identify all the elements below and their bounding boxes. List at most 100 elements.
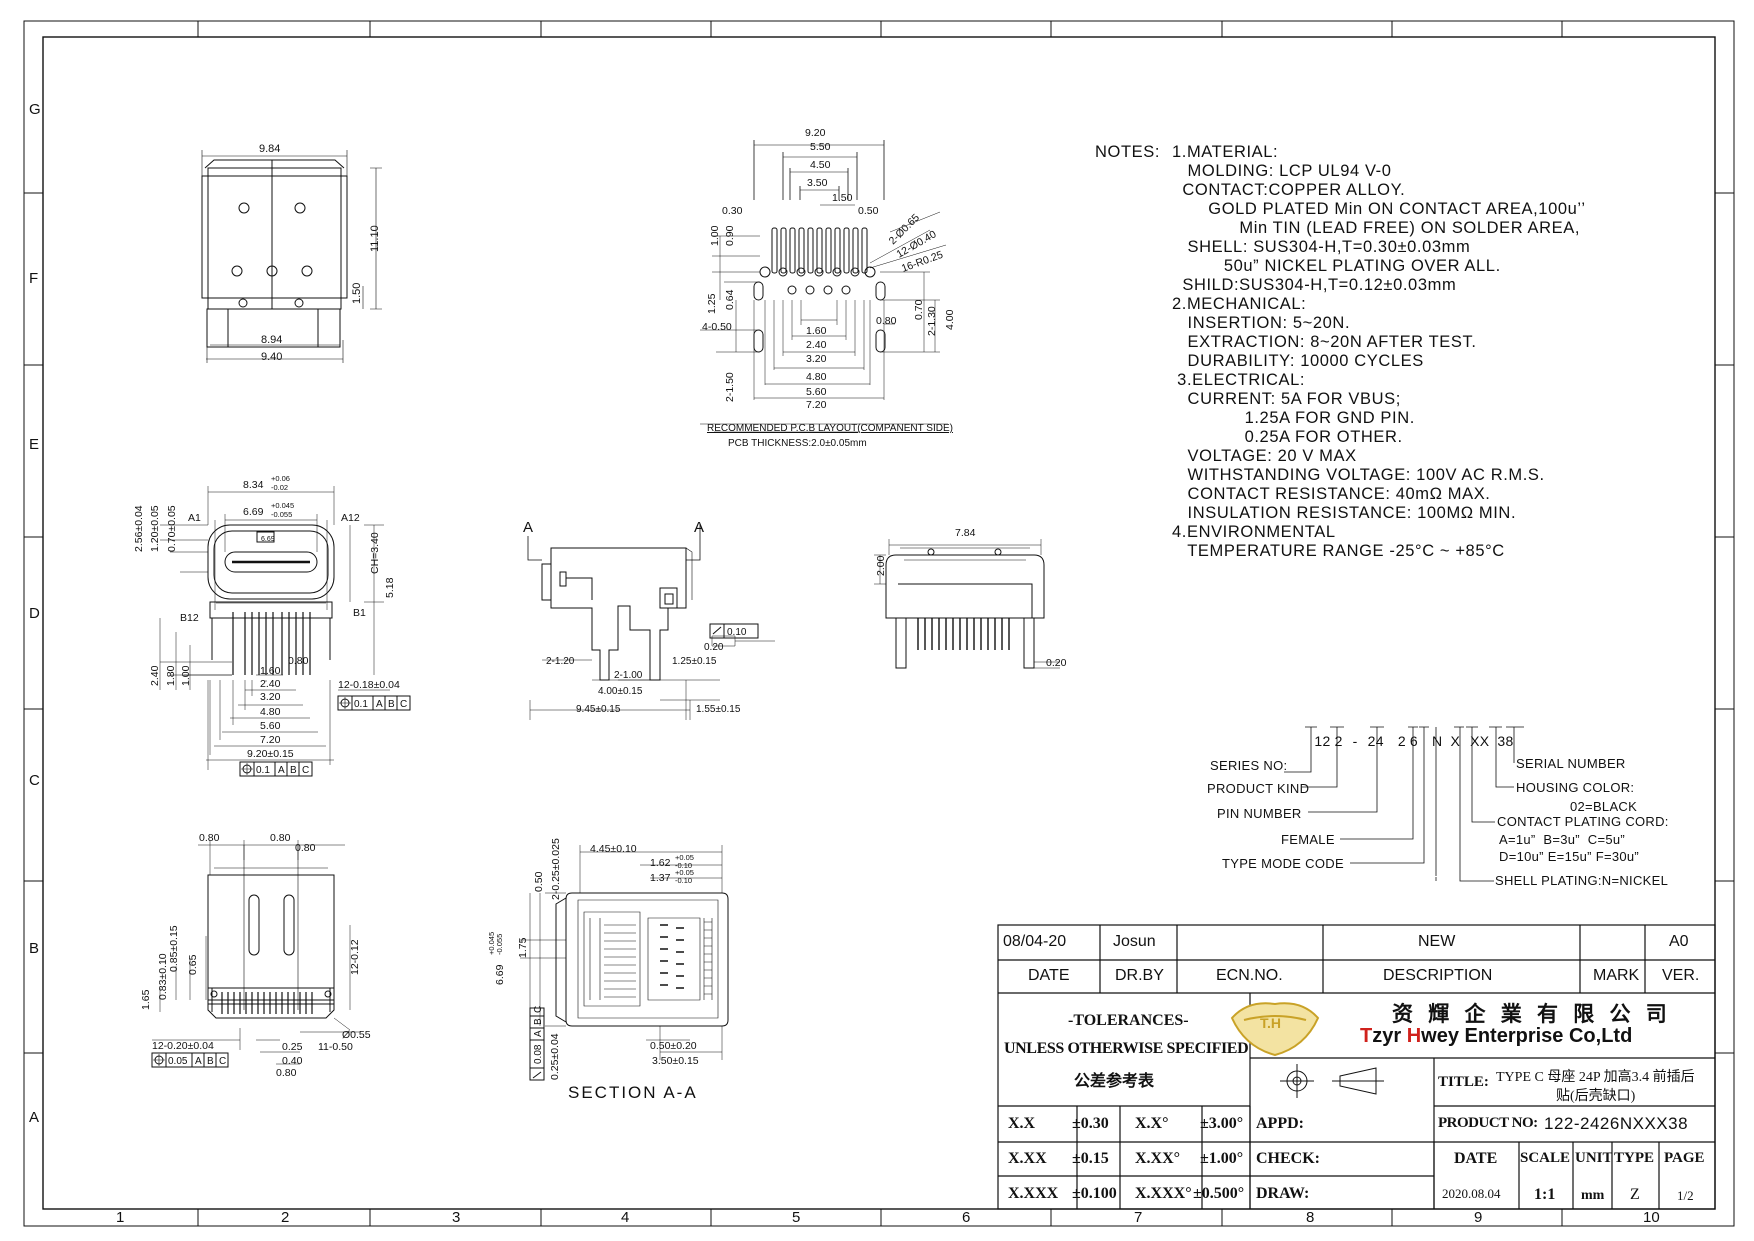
dim-pcb-0.70: 0.70: [913, 299, 925, 320]
note-line: 0.25A FOR OTHER.: [1172, 428, 1403, 446]
code-seg-8: X: [1450, 733, 1461, 749]
code-seg-1: 12: [1314, 733, 1331, 749]
section-marker-left: A: [523, 519, 533, 536]
dim-top-9.84: 9.84: [259, 143, 280, 155]
dim-front-5.18: 5.18: [384, 577, 396, 598]
tol-row2-format: X.XX: [1008, 1150, 1047, 1167]
tol-row1-angle-value: ±3.00°: [1200, 1115, 1244, 1132]
fcf-sec-ref-a: A: [533, 1030, 544, 1037]
fcf-sec-ref-b: B: [533, 1018, 544, 1025]
row-label-d: D: [29, 605, 40, 622]
header-date: DATE: [1028, 967, 1070, 984]
tol-row3-value: ±0.100: [1072, 1185, 1117, 1202]
dim-front-0.70: 0.70±0.05: [166, 505, 178, 552]
col-label-9: 9: [1474, 1209, 1482, 1226]
col-label-5: 5: [792, 1209, 800, 1226]
header-version: VER.: [1662, 967, 1700, 984]
dim-bot-0.40: 0.40: [282, 1055, 303, 1067]
dim-pcb-1.25: 1.25: [706, 293, 718, 314]
note-line: SHELL: SUS304-H,T=0.30±0.03mm: [1172, 238, 1471, 256]
dim-sec-1.37: 1.37: [650, 872, 671, 884]
title-value-line1: TYPE C 母座 24P 加高3.4 前插后: [1496, 1070, 1695, 1085]
company-name-en: Tzyr Hwey Enterprise Co,Ltd: [1360, 1025, 1632, 1048]
dim-rear-0.20: 0.20: [1046, 657, 1067, 669]
dim-pcb-b2.40: 2.40: [806, 339, 827, 351]
tol-sec-1.37-dn: -0.10: [675, 876, 692, 885]
value-date: 2020.08.04: [1442, 1186, 1501, 1201]
value-scale: 1:1: [1534, 1186, 1556, 1203]
dim-front-b7.20: 7.20: [260, 734, 281, 746]
fcf-front-1-ref-c: C: [400, 699, 407, 710]
dim-front-1.20: 1.20±0.05: [149, 505, 161, 552]
value-type: Z: [1630, 1186, 1640, 1203]
header-mark: MARK: [1593, 967, 1640, 984]
dim-bot-pitch: 12-0.20±0.04: [152, 1040, 214, 1052]
dim-front-ch: CH=3.40: [369, 532, 381, 574]
tol-front-6.69-up: +0.045: [271, 501, 294, 510]
dim-pcb-b7.20: 7.20: [806, 399, 827, 411]
fcf-bottom-ref-c: C: [219, 1056, 226, 1067]
tol-sec-6.69-dn: -0.055: [495, 934, 504, 955]
dim-pcb-1.30: 2-1.30: [926, 306, 938, 336]
title-label: TITLE:: [1438, 1074, 1489, 1090]
fcf-bottom: 0.05 A B C: [151, 1052, 229, 1068]
fcf-bottom-ref-b: B: [207, 1056, 214, 1067]
code-seg-5: 2: [1397, 733, 1406, 749]
rev-description: NEW: [1418, 933, 1456, 950]
tol-front-6.69-dn: -0.055: [271, 510, 292, 519]
label-a1: A1: [188, 512, 201, 524]
code-seg-9: XX: [1470, 733, 1490, 749]
legend-pins: PIN NUMBER: [1217, 806, 1302, 821]
dim-pcb-b5.60: 5.60: [806, 386, 827, 398]
code-seg-3: -: [1352, 733, 1358, 749]
code-seg-2: 2: [1334, 733, 1343, 749]
tolerances-cn: 公差参考表: [1074, 1073, 1155, 1090]
value-page: 1/2: [1677, 1188, 1694, 1203]
label-b1: B1: [353, 607, 366, 619]
dim-front-p1.80: 1.80: [165, 665, 177, 686]
dim-pcb-4.50: 4.50: [810, 159, 831, 171]
tol-row2-value: ±0.15: [1072, 1150, 1109, 1167]
dim-bot-0.80b: 0.80: [270, 832, 291, 844]
fcf-side-flatness: 0.10: [727, 627, 747, 638]
note-line: 3.ELECTRICAL:: [1172, 371, 1306, 389]
dim-sec-0.25b: 0.25±0.04: [549, 1033, 561, 1080]
header-date-2: DATE: [1454, 1150, 1498, 1167]
part-code-leaders: [1284, 726, 1524, 882]
note-line: INSULATION RESISTANCE: 100MΩ MIN.: [1172, 504, 1517, 522]
legend-series: SERIES NO:: [1210, 758, 1288, 773]
dim-sec-4.45: 4.45±0.10: [590, 843, 637, 855]
dim-front-inner: 6.69: [261, 536, 275, 543]
dim-front-8.34: 8.34: [243, 479, 264, 491]
dim-pcb-5.50: 5.50: [810, 141, 831, 153]
inner-border: [42, 36, 1716, 1210]
note-line: 1.25A FOR GND PIN.: [1172, 409, 1415, 427]
label-appd: APPD:: [1256, 1115, 1304, 1132]
company-en-zyr: zyr: [1372, 1025, 1407, 1047]
col-label-2: 2: [281, 1209, 289, 1226]
note-line: CURRENT: 5A FOR VBUS;: [1172, 390, 1401, 408]
code-seg-7: N: [1432, 733, 1443, 749]
dim-sec-3.50: 3.50±0.15: [652, 1055, 699, 1067]
note-line: GOLD PLATED Min ON CONTACT AREA,100u’’: [1172, 200, 1586, 218]
dim-sec-0.25x2: 2-0.25±0.025: [550, 838, 562, 900]
dim-pcb-1.50: 1.50: [832, 192, 853, 204]
dim-pcb-0.30: 0.30: [722, 205, 743, 217]
col-label-10: 10: [1643, 1209, 1660, 1226]
col-label-8: 8: [1306, 1209, 1314, 1226]
note-line: MOLDING: LCP UL94 V-0: [1172, 162, 1392, 180]
outer-border: [23, 20, 1735, 1227]
legend-kind: PRODUCT KIND: [1207, 781, 1310, 796]
dim-pcb-4.00: 4.00: [944, 309, 956, 330]
dim-pcb-b4.80: 4.80: [806, 371, 827, 383]
header-drawn-by: DR.BY: [1115, 967, 1164, 984]
tol-front-8.34-up: +0.06: [271, 474, 290, 483]
dim-pcb-0.50: 0.50: [858, 205, 879, 217]
note-line: CONTACT:COPPER ALLOY.: [1172, 181, 1406, 199]
fcf-front-1: 0.1 A B C: [337, 695, 411, 711]
dim-bot-0.55: Ø0.55: [342, 1029, 371, 1041]
note-line: EXTRACTION: 8~20N AFTER TEST.: [1172, 333, 1477, 351]
tol-row3-angle-value: ±0.500°: [1193, 1185, 1245, 1202]
tol-row3-angle-format: X.XXX°: [1135, 1185, 1192, 1202]
dim-side-0.20: 0.20: [704, 642, 724, 653]
